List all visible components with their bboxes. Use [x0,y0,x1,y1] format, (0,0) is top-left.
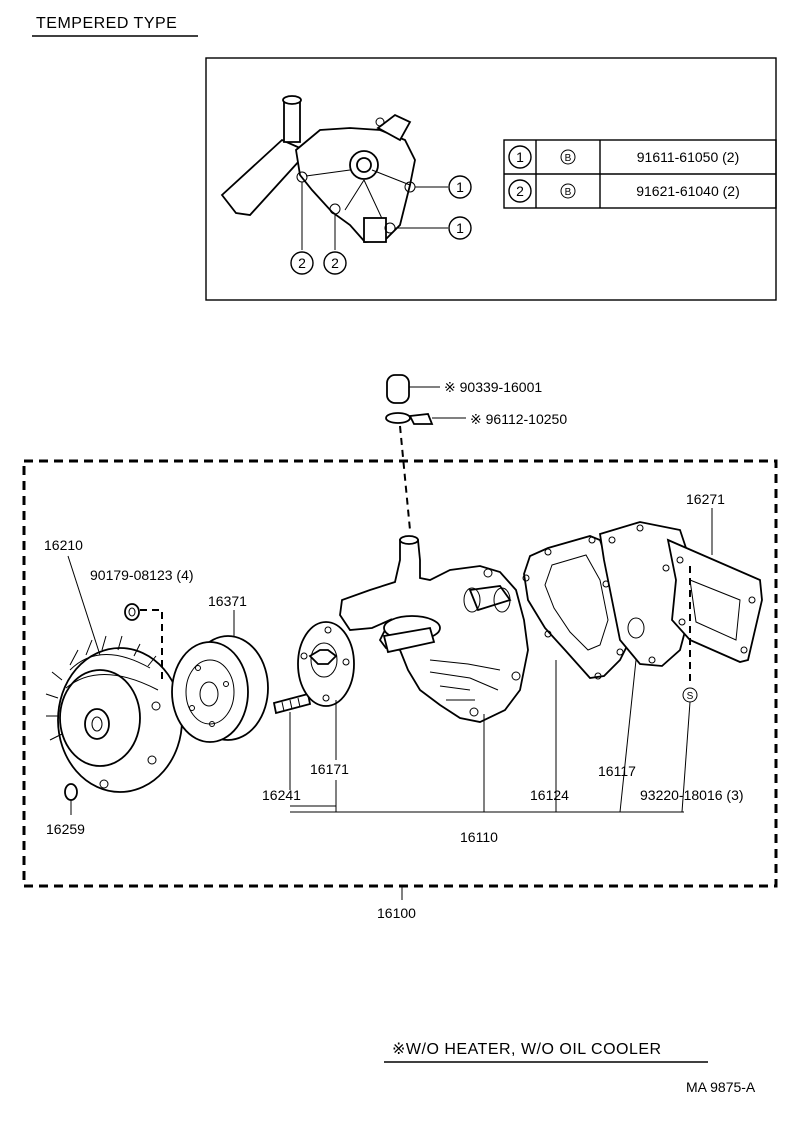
assembly-bracket [290,780,684,813]
inset-callout-2a: 2 [290,251,314,275]
cap-part [386,374,440,404]
footnote-text: ※W/O HEATER, W/O OIL COOLER [392,1041,662,1058]
label-16371: 16371 [208,593,247,609]
inset-pump-drawing [220,95,448,250]
svg-text:2: 2 [331,255,339,271]
diagram-title: TEMPERED TYPE [36,15,177,32]
svg-text:1: 1 [456,220,464,236]
bolt-table: 1 B 91611-61050 (2) 2 B 91621-61040 (2) [503,139,777,209]
stud-part [272,692,312,715]
inset-callout-2b: 2 [323,251,347,275]
label-16171: 16171 [310,761,349,777]
leader-93220 [681,701,691,813]
s-marker: S [682,687,698,703]
bolt-table-row-2: 2 B 91621-61040 (2) [508,179,740,203]
svg-text:1: 1 [516,149,524,165]
bolt-table-row-1: 1 B 91611-61050 (2) [508,145,739,169]
svg-text:2: 2 [516,183,524,199]
svg-text:B: B [565,153,572,164]
svg-text:91621-61040 (2): 91621-61040 (2) [636,183,740,199]
label-16210: 16210 [44,537,83,553]
cap-dash-line [399,425,411,531]
label-90339: ※ 90339-16001 [444,379,542,395]
svg-text:1: 1 [456,179,464,195]
pulley-part [171,635,269,743]
label-16241: 16241 [262,787,301,803]
water-pump-part [339,535,529,723]
label-16110: 16110 [460,829,498,845]
fan-clutch-part [45,635,183,793]
nut-part [124,603,140,621]
svg-text:91611-61050 (2): 91611-61050 (2) [637,149,739,165]
assembly-boundary [22,459,778,888]
label-16117: 16117 [598,763,636,779]
label-93220: 93220-18016 (3) [640,787,744,803]
label-90179: 90179-08123 (4) [90,567,194,583]
clamp-part [385,412,466,425]
svg-text:2: 2 [298,255,306,271]
label-16100: 16100 [377,905,416,921]
figure-code: MA 9875-A [686,1079,756,1095]
small-washer-part [64,783,78,801]
label-16124: 16124 [530,787,569,803]
label-96112: ※ 96112-10250 [470,411,567,427]
svg-text:S: S [687,691,694,702]
label-16271: 16271 [686,491,725,507]
flange-part [297,621,355,707]
leader-16210 [67,555,101,656]
outlet-gasket-part [666,538,763,663]
label-16259: 16259 [46,821,85,837]
inset-callout-1b: 1 [448,216,472,240]
leader-16117 [619,659,637,813]
inset-callout-1a: 1 [448,175,472,199]
svg-text:B: B [565,187,572,198]
